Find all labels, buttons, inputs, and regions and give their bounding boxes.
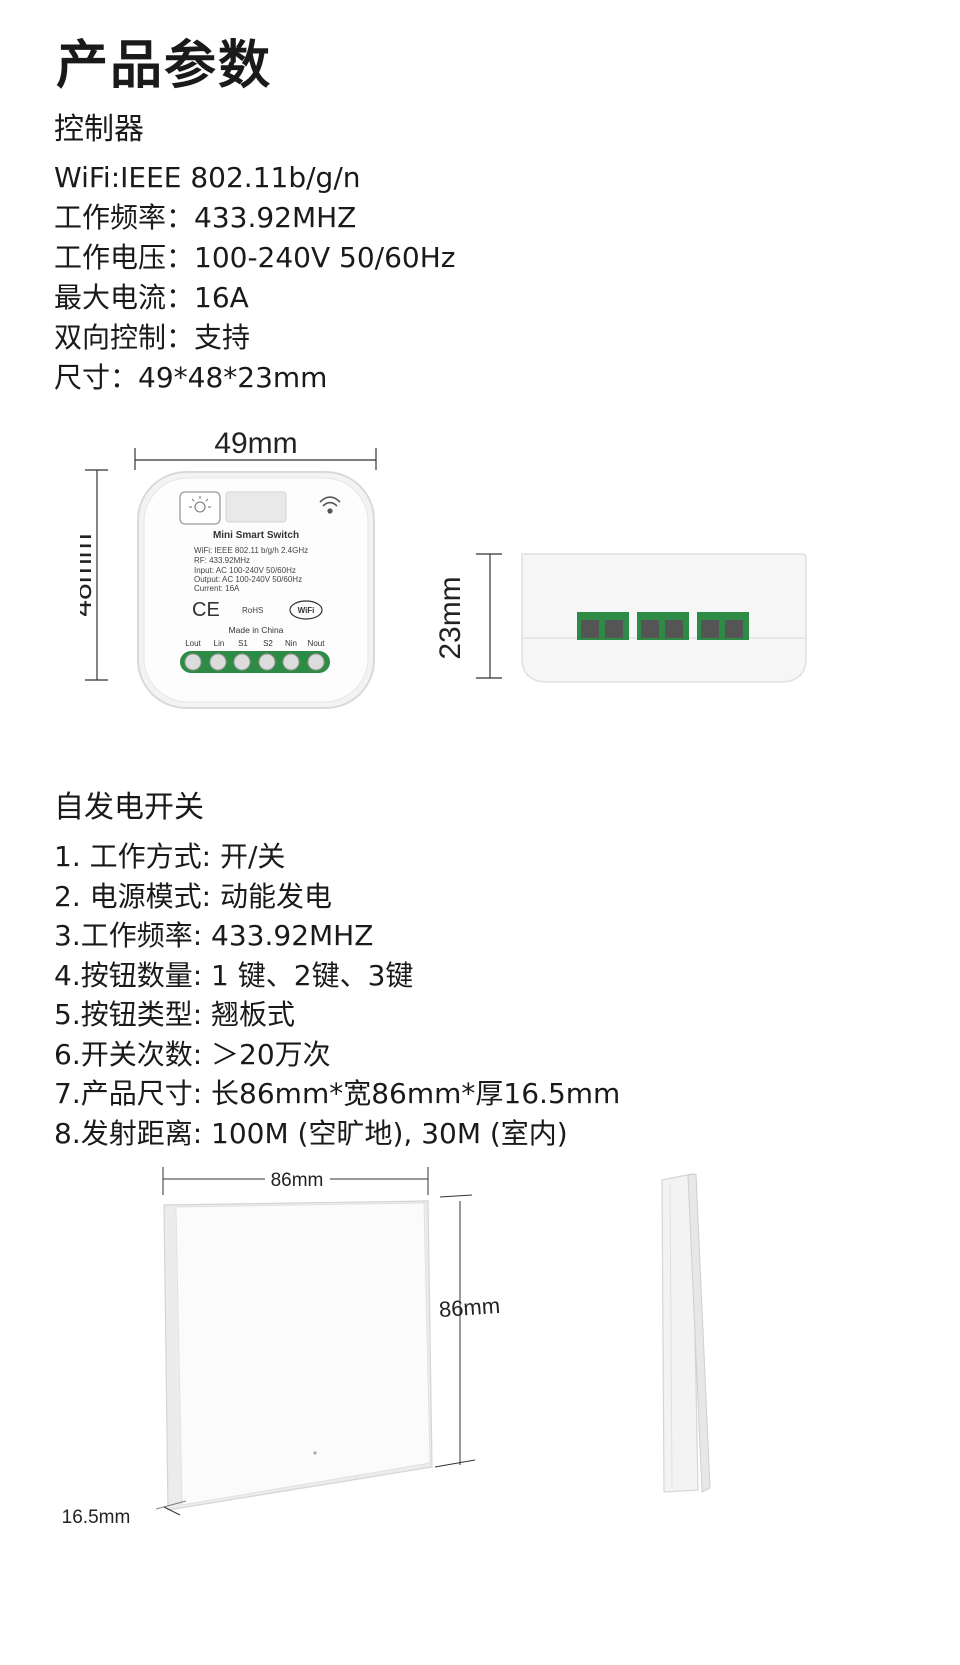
dim-switch-width: 86mm <box>271 1170 324 1191</box>
dim-height-48: 48mm <box>80 533 98 616</box>
spec-wifi: WiFi:IEEE 802.11b/g/n <box>54 161 361 194</box>
side-terminal-ports <box>577 612 749 640</box>
spec-frequency: 工作频率：433.92MHZ <box>54 201 357 234</box>
label-product-name: Mini Smart Switch <box>213 530 299 541</box>
label-line-current: Current: 16A <box>194 584 240 593</box>
switch-side-illustration <box>661 1173 711 1493</box>
page-title: 产品参数 <box>56 36 273 96</box>
controller-button <box>179 491 221 525</box>
switch-front-illustration: 86mm 86mm 16.5mm <box>62 1167 501 1528</box>
led-window <box>225 491 287 523</box>
switch-spec-list: 1. 工作方式: 开/关 2. 电源模式: 动能发电 3.工作频率: 433.9… <box>54 837 620 1153</box>
dim-switch-thickness: 16.5mm <box>62 1507 131 1528</box>
label-line-wifi: WiFi: IEEE 802.11 b/g/h 2.4GHz <box>194 546 308 555</box>
controller-front-illustration: 49mm 48mm Mini Smart Switch WiFi: IEEE 8… <box>80 427 377 709</box>
terminal-label-s1: S1 <box>238 639 248 648</box>
label-line-rf: RF: 433.92MHz <box>194 556 250 565</box>
ce-mark: CE <box>192 599 220 621</box>
controller-spec-list: WiFi:IEEE 802.11b/g/n 工作频率：433.92MHZ 工作电… <box>54 158 456 398</box>
controller-side-illustration: 23mm <box>434 553 807 683</box>
switch-spec-mode: 1. 工作方式: 开/关 <box>54 840 286 873</box>
terminal-label-nout: Nout <box>308 639 326 648</box>
switch-spec-buttons: 4.按钮数量: 1 键、2键、3键 <box>54 958 414 992</box>
dim-depth-23: 23mm <box>434 576 467 659</box>
terminal-label-nin: Nin <box>285 639 297 648</box>
label-line-output: Output: AC 100-240V 50/60Hz <box>194 575 302 584</box>
svg-text:WiFi: WiFi <box>298 606 315 615</box>
dim-width-49: 49mm <box>214 427 297 460</box>
spec-two-way: 双向控制：支持 <box>54 321 251 354</box>
spec-voltage: 工作电压：100-240V 50/60Hz <box>54 241 456 274</box>
label-line-input: Input: AC 100-240V 50/60Hz <box>194 566 296 575</box>
switch-spec-type: 5.按钮类型: 翘板式 <box>54 998 296 1031</box>
switch-rocker-panel <box>175 1202 431 1506</box>
spec-size: 尺寸：49*48*23mm <box>54 361 328 394</box>
switch-spec-power: 2. 电源模式: 动能发电 <box>54 879 332 913</box>
controller-heading: 控制器 <box>54 112 144 147</box>
spec-current: 最大电流：16A <box>54 281 249 314</box>
terminal-label-lin: Lin <box>214 639 225 648</box>
dim-switch-height: 86mm <box>438 1293 501 1322</box>
terminal-screws <box>184 653 325 671</box>
terminal-label-lout: Lout <box>185 639 201 648</box>
switch-spec-cycles: 6.开关次数: ＞20万次 <box>54 1037 331 1071</box>
switch-spec-size: 7.产品尺寸: 长86mm*宽86mm*厚16.5mm <box>54 1077 621 1110</box>
switch-spec-range: 8.发射距离: 100M (空旷地), 30M (室内) <box>54 1116 568 1150</box>
wifi-logo-icon: WiFi <box>289 600 323 620</box>
made-in-china: Made in China <box>229 625 284 635</box>
wifi-signal-icon <box>319 496 341 514</box>
lightbulb-icon <box>189 496 211 513</box>
terminal-label-s2: S2 <box>263 639 273 648</box>
switch-heading: 自发电开关 <box>54 790 204 825</box>
switch-spec-frequency: 3.工作频率: 433.92MHZ <box>54 919 374 952</box>
rohs-mark: RoHS <box>242 606 263 615</box>
status-dot <box>313 1451 317 1455</box>
